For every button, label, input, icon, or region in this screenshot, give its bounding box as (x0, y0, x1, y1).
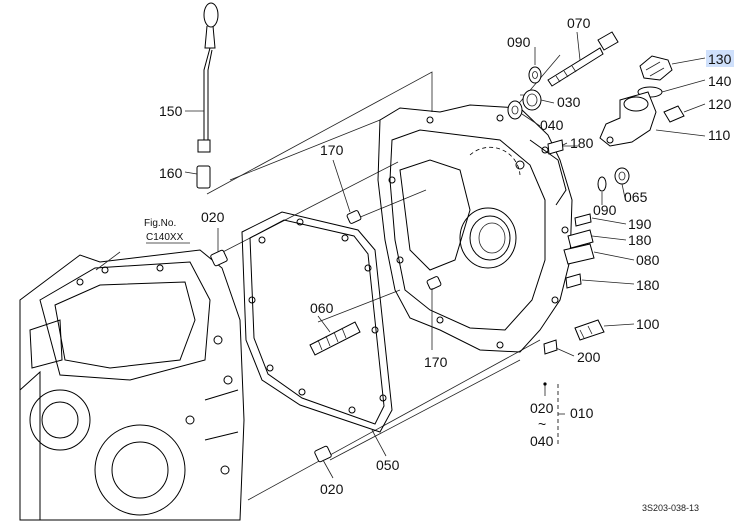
callout-170: 170 (320, 142, 344, 158)
callout-100: 100 (636, 316, 660, 332)
reference-fig-code: C140XX (146, 232, 184, 243)
callout-040: 040 (540, 117, 564, 133)
callout-160: 160 (159, 165, 183, 181)
filler-neck-110 (599, 91, 657, 147)
callout-150: 150 (159, 103, 183, 119)
stud-bolt (309, 321, 361, 356)
callout-050: 050 (376, 457, 400, 473)
callout-040b: 040 (530, 433, 554, 449)
callout-080: 080 (636, 252, 660, 268)
callout-070: 070 (567, 15, 591, 31)
gasket (241, 211, 393, 433)
reference-fig-title: Fig.No. (144, 218, 176, 229)
ring-040 (507, 100, 523, 120)
nut-065 (614, 167, 630, 185)
callout-labels: 070 090 130 140 120 110 030 040 180 150 … (144, 15, 734, 513)
callout-120: 120 (708, 96, 732, 112)
callout-090: 090 (507, 34, 531, 50)
callout-170b: 170 (424, 354, 448, 370)
bolt-070 (547, 31, 619, 87)
washer-090b (597, 176, 607, 192)
highlight-box (706, 50, 734, 67)
bolts-right (543, 213, 605, 355)
cap-130 (639, 55, 673, 81)
callout-180: 180 (570, 135, 594, 151)
callout-140: 140 (708, 73, 732, 89)
callout-tilde: ~ (538, 416, 546, 432)
callout-065: 065 (624, 189, 648, 205)
dipstick (196, 2, 219, 189)
callout-020: 020 (201, 209, 225, 225)
callout-030: 030 (557, 94, 581, 110)
callout-110: 110 (708, 127, 731, 143)
transmission-case (19, 249, 245, 521)
callout-190: 190 (628, 216, 652, 232)
callout-130: 130 (708, 51, 732, 67)
callout-180c: 180 (636, 277, 660, 293)
callout-020c: 020 (320, 481, 344, 497)
plug-030 (522, 89, 542, 111)
callout-020b: 020 (530, 400, 554, 416)
dowel-pins (210, 210, 442, 463)
housing (377, 104, 573, 353)
callout-180b: 180 (628, 232, 652, 248)
drawing-code: 3S203-038-13 (642, 503, 699, 513)
bolt-180a (547, 139, 564, 155)
washer-090 (528, 66, 542, 84)
fitting-120 (663, 105, 685, 123)
callout-090b: 090 (593, 202, 617, 218)
callout-060: 060 (310, 300, 334, 316)
callout-010: 010 (570, 405, 594, 421)
callout-200: 200 (577, 349, 601, 365)
leader-lines (95, 31, 706, 479)
